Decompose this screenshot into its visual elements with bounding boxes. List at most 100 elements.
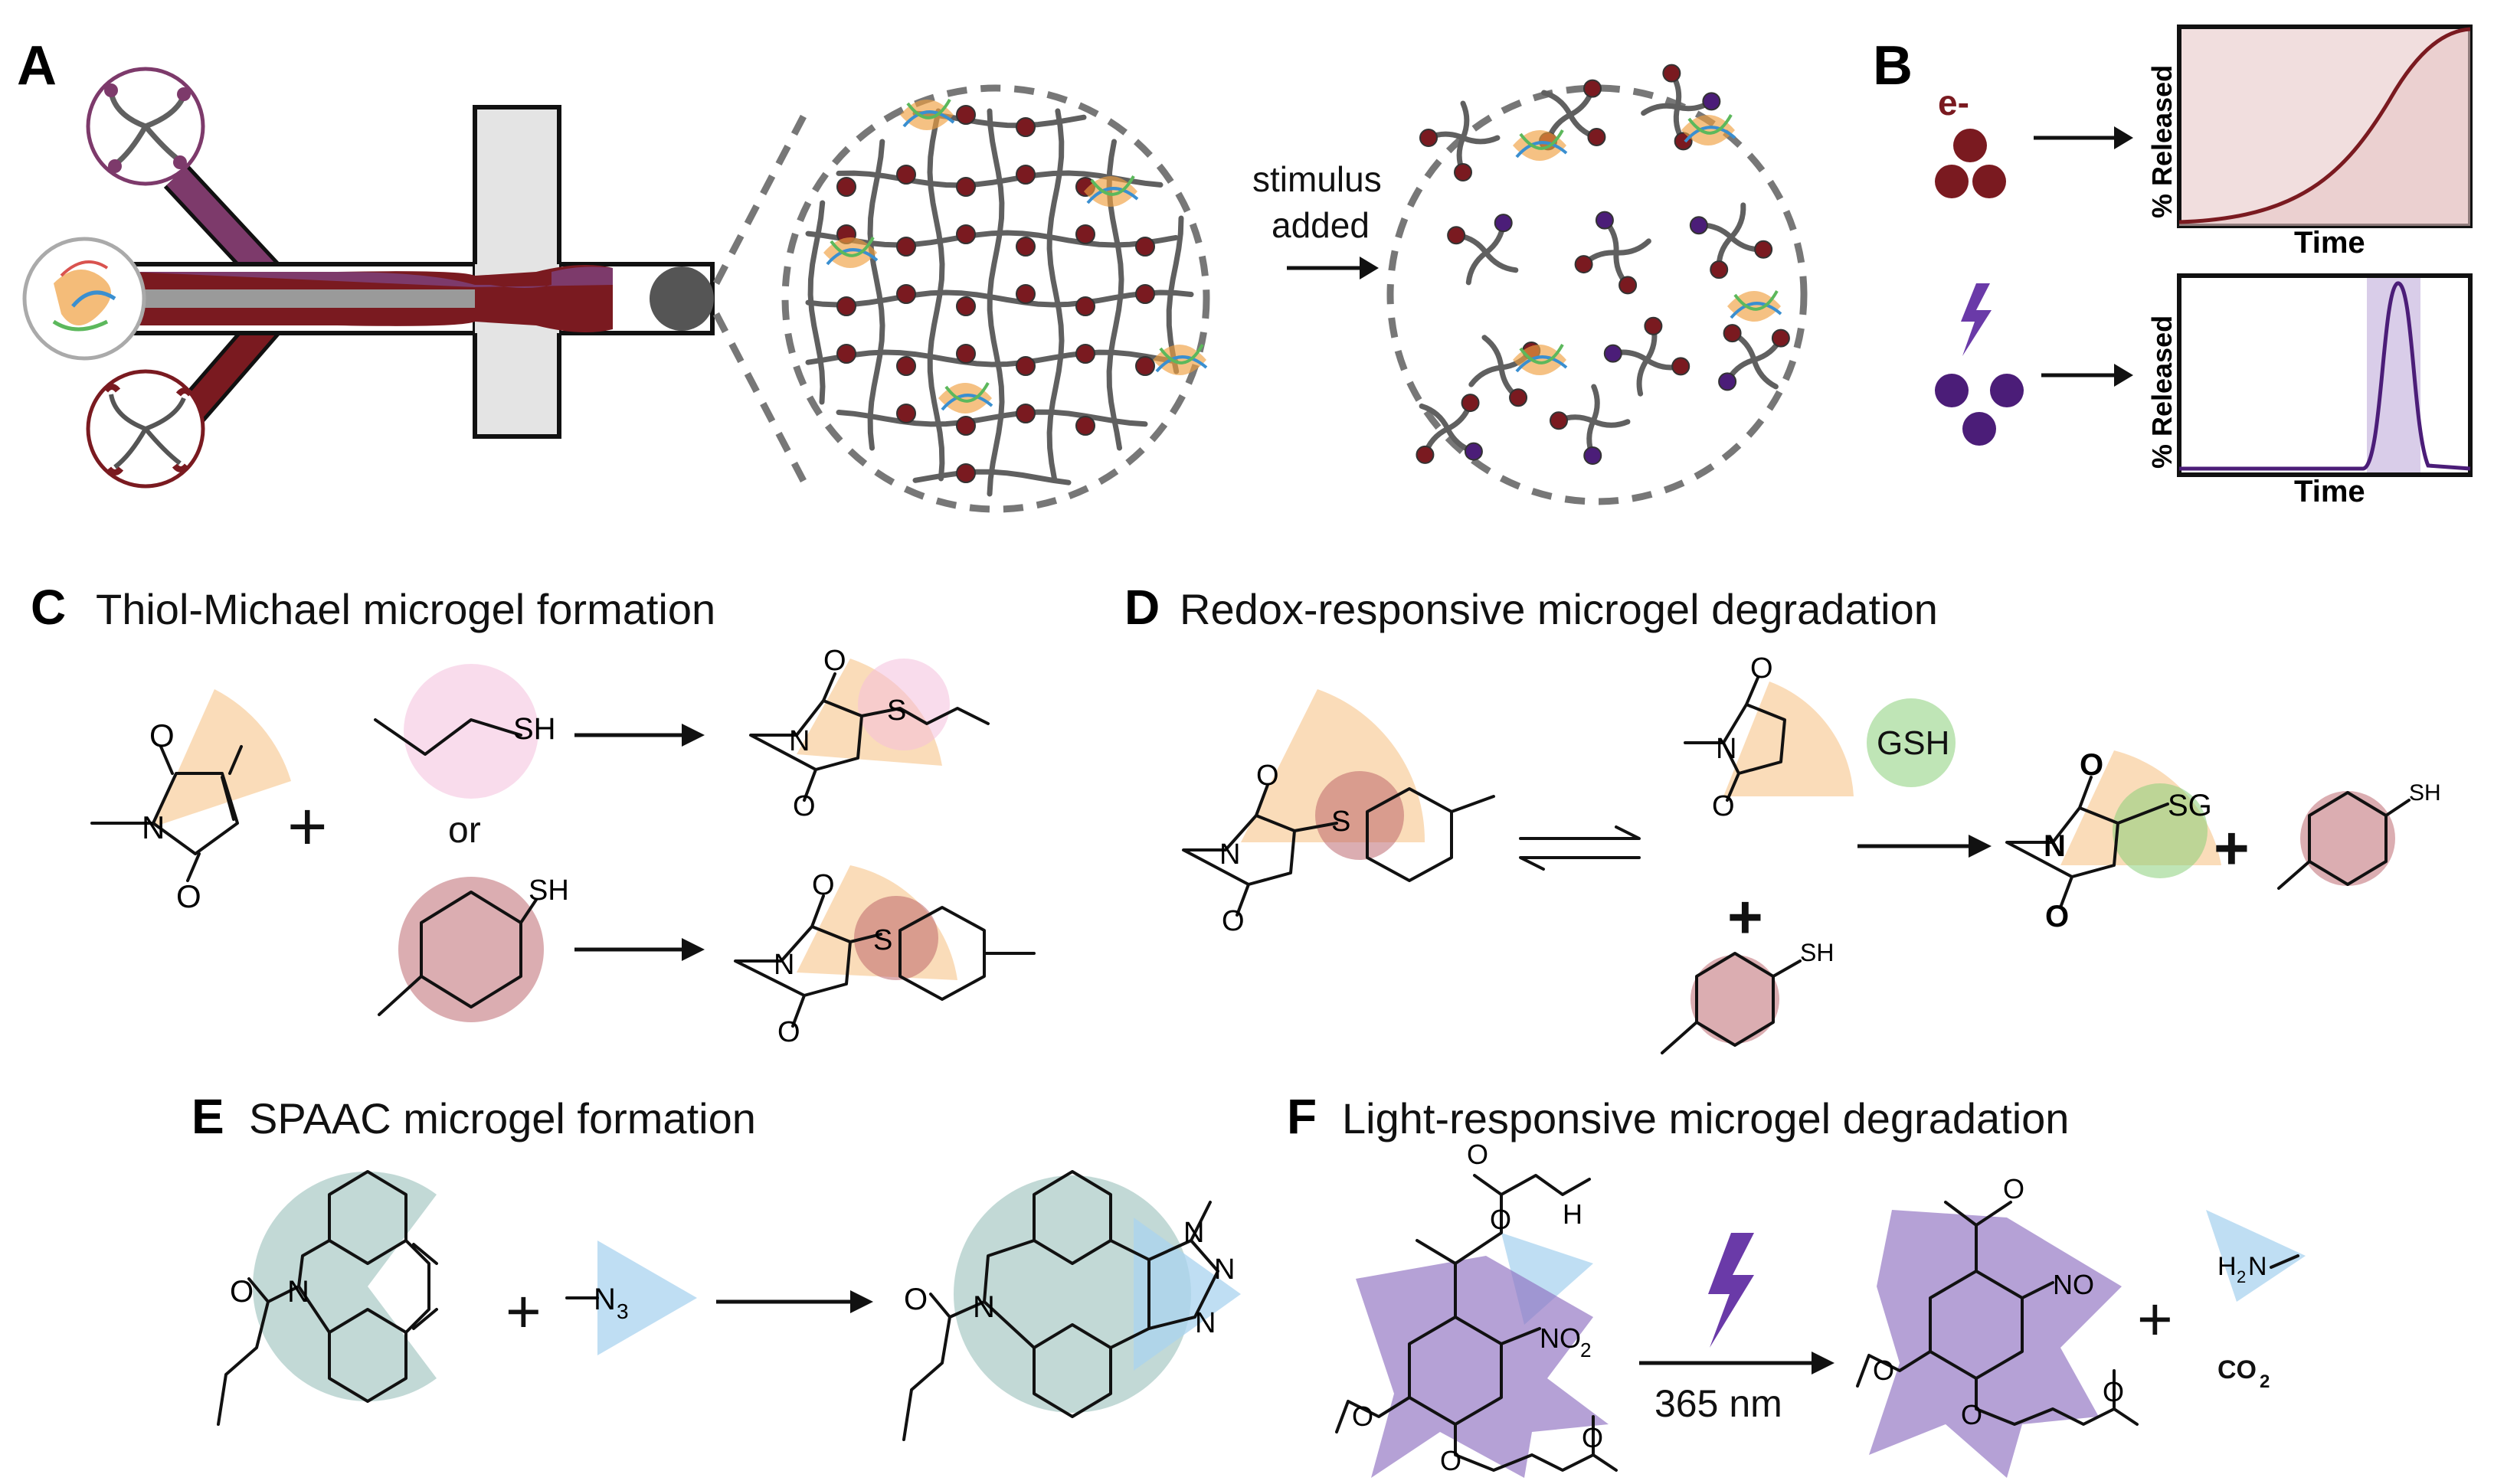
protein-icon bbox=[1513, 344, 1568, 375]
precursor-protein bbox=[22, 237, 146, 361]
svg-text:N: N bbox=[287, 1275, 309, 1309]
microfluidic-device bbox=[128, 105, 715, 440]
svg-text:SH: SH bbox=[1800, 939, 1834, 966]
svg-text:S: S bbox=[873, 924, 892, 956]
crosslink-dot bbox=[956, 463, 976, 483]
svg-text:SG: SG bbox=[2168, 789, 2212, 822]
network-strand bbox=[987, 108, 1005, 497]
aryl-thiol: SH bbox=[378, 874, 569, 1022]
svg-text:N: N bbox=[789, 725, 810, 757]
protein-icon bbox=[900, 99, 955, 130]
svg-text:O: O bbox=[1352, 1401, 1373, 1432]
crosslink-dot bbox=[896, 165, 916, 185]
gsh-bubble bbox=[1867, 698, 1956, 787]
crosslink-dot bbox=[1016, 356, 1036, 376]
top-plot-xlabel: Time bbox=[2294, 226, 2365, 260]
panel-f-title: Light-responsive microgel degradation bbox=[1342, 1094, 2069, 1142]
thiosuccinimide-alkyl: N O O S bbox=[749, 645, 990, 822]
triazole-product: N O N N N bbox=[902, 1170, 1241, 1441]
crosslink-dot bbox=[1135, 237, 1155, 257]
crosslink-dot bbox=[956, 224, 976, 244]
svg-text:2: 2 bbox=[1580, 1339, 1591, 1361]
svg-text:O: O bbox=[230, 1275, 254, 1309]
network-fragment bbox=[1718, 324, 1790, 391]
svg-text:O: O bbox=[793, 790, 816, 822]
crosslink-dot bbox=[1135, 356, 1155, 376]
intact-network-boundary bbox=[781, 84, 1210, 513]
svg-text:H: H bbox=[2217, 1252, 2237, 1281]
wavelength-label: 365 nm bbox=[1654, 1382, 1782, 1425]
plus-f: + bbox=[2137, 1285, 2173, 1353]
precursor-purple bbox=[86, 67, 205, 186]
plus-d-1: + bbox=[1727, 883, 1763, 951]
svg-text:N: N bbox=[2044, 829, 2066, 863]
alkyl-thiol: SH bbox=[374, 664, 556, 799]
protein-icon bbox=[1084, 175, 1139, 207]
svg-text:O: O bbox=[812, 869, 835, 901]
svg-text:O: O bbox=[1256, 760, 1279, 792]
redox-arrowhead bbox=[2114, 126, 2133, 149]
svg-text:SH: SH bbox=[529, 874, 569, 907]
svg-text:O: O bbox=[1440, 1445, 1461, 1476]
protein-cargo bbox=[823, 99, 1208, 413]
crosslink-dot bbox=[1016, 404, 1036, 423]
gsh-label: GSH bbox=[1877, 724, 1949, 762]
d-reactant: N O O S bbox=[1182, 689, 1495, 937]
network-fragment bbox=[1603, 316, 1690, 397]
crosslink-dot bbox=[956, 296, 976, 316]
nitroso-product: O NO O O O bbox=[1856, 1173, 2139, 1478]
network-fragment bbox=[1416, 394, 1483, 464]
crosslink-dot bbox=[1016, 165, 1036, 185]
bottom-plot-xlabel: Time bbox=[2294, 475, 2365, 508]
network-strand bbox=[867, 139, 885, 451]
lightning-icon-f bbox=[1708, 1233, 1754, 1348]
svg-text:O: O bbox=[1712, 790, 1735, 822]
nitrobenzyl-reactant: O O H NO 2 O O O bbox=[1335, 1139, 1618, 1478]
glutathione-adduct: N O O SG bbox=[2005, 748, 2221, 933]
crosslink-dot bbox=[1016, 237, 1036, 257]
intact-network bbox=[781, 84, 1210, 513]
crosslink-dot bbox=[1075, 416, 1095, 436]
protein-icon bbox=[1513, 129, 1568, 161]
crosslink-dot bbox=[956, 177, 976, 197]
crosslink-dot bbox=[836, 344, 856, 364]
svg-text:SH: SH bbox=[513, 712, 556, 746]
electron-particles bbox=[1935, 129, 2006, 198]
top-release-plot: Time % Released bbox=[2146, 25, 2473, 260]
svg-text:NO: NO bbox=[1540, 1322, 1581, 1354]
crosslink-dot bbox=[1016, 284, 1036, 304]
maleimide-reactant: N O O bbox=[90, 689, 291, 914]
network-fragment bbox=[1419, 100, 1501, 181]
svg-text:N: N bbox=[1219, 838, 1240, 871]
stimulus-text: stimulus bbox=[1252, 159, 1382, 199]
crosslink-dot bbox=[956, 416, 976, 436]
or-text: or bbox=[448, 810, 481, 851]
stream-protein bbox=[130, 289, 475, 308]
svg-text:H: H bbox=[1563, 1198, 1582, 1230]
plus-e: + bbox=[506, 1277, 542, 1345]
network-strand bbox=[836, 409, 1148, 427]
light-arrowhead bbox=[2114, 364, 2133, 387]
bottom-plot-ylabel: % Released bbox=[2146, 315, 2178, 469]
d-thiol: SH bbox=[1661, 939, 1834, 1054]
stimulus-arrowhead bbox=[1360, 257, 1379, 279]
svg-text:O: O bbox=[2045, 900, 2069, 933]
svg-text:O: O bbox=[2080, 748, 2103, 782]
panel-e-title: SPAAC microgel formation bbox=[249, 1094, 756, 1142]
svg-text:O: O bbox=[1873, 1355, 1894, 1386]
svg-text:SH: SH bbox=[2409, 780, 2441, 806]
crosslink-dot bbox=[836, 177, 856, 197]
svg-text:O: O bbox=[904, 1283, 928, 1316]
crosslink-dot bbox=[1135, 284, 1155, 304]
released-proteins bbox=[1513, 114, 1782, 375]
electron-label: e- bbox=[1938, 83, 1969, 123]
crosslink-dot bbox=[896, 356, 916, 376]
svg-text:N: N bbox=[1183, 1217, 1204, 1249]
panel-a-label: A bbox=[17, 35, 57, 96]
azide: N 3 bbox=[565, 1240, 697, 1355]
degraded-network-boundary bbox=[1386, 84, 1808, 505]
svg-text:O: O bbox=[777, 1016, 800, 1048]
svg-text:O: O bbox=[2003, 1173, 2024, 1205]
crosslink-dot bbox=[1016, 117, 1036, 137]
